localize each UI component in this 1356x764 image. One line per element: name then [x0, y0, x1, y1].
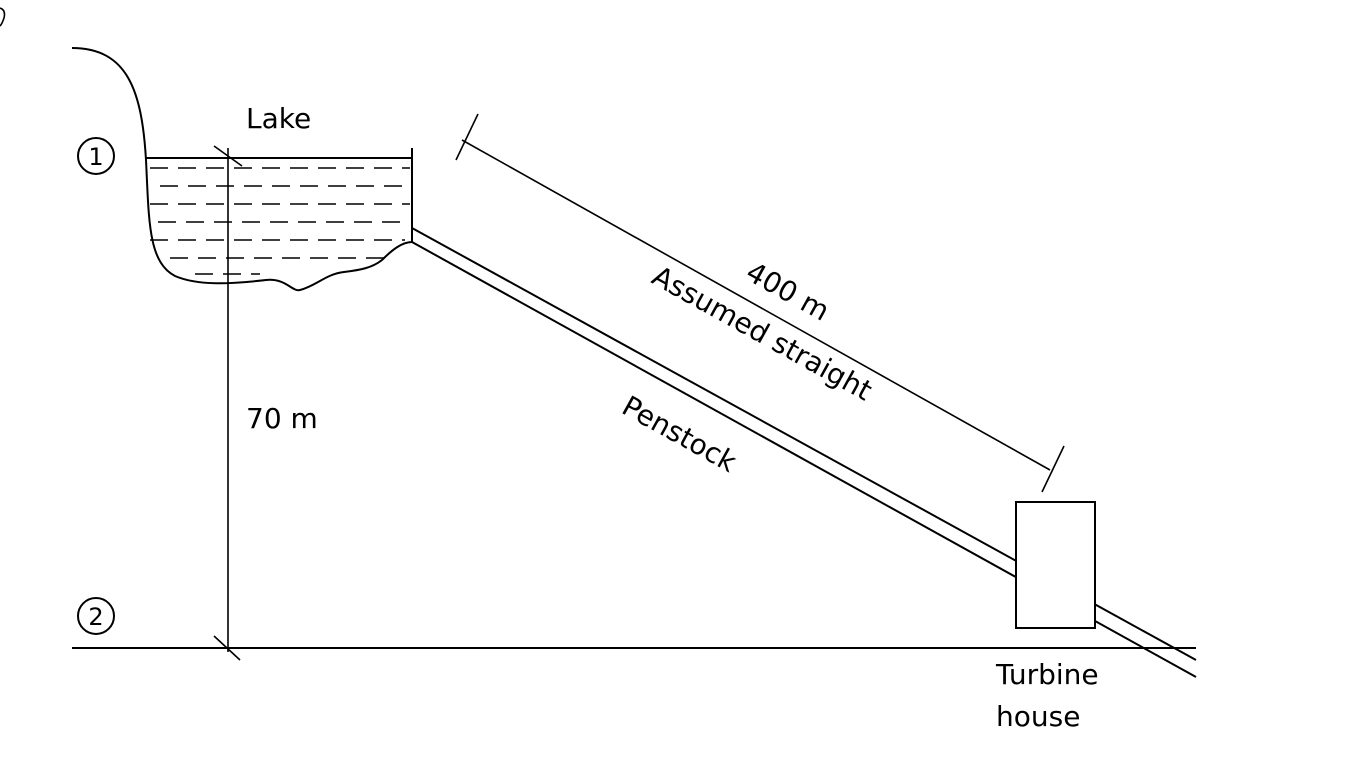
- turbine-label-line2: house: [996, 700, 1080, 733]
- turbine-label-line1: Turbine: [995, 658, 1099, 691]
- height-dimension-tick-top: [213, 145, 243, 167]
- point-2-label: 2: [88, 603, 103, 631]
- length-dimension-tick-end: [1041, 445, 1065, 493]
- lake-label: Lake: [246, 102, 311, 135]
- lake-basin-outline: [71, 47, 413, 292]
- point-2-circle: [77, 597, 115, 635]
- lake-water-hatching: [150, 167, 410, 275]
- height-label: 70 m: [246, 402, 318, 435]
- turbine-house-box: [1015, 501, 1096, 629]
- point-1-circle: [77, 137, 115, 175]
- length-dimension-tick-start: [455, 113, 479, 161]
- point-1-label: 1: [88, 143, 103, 171]
- length-dimension-line: [461, 139, 1051, 471]
- corner-mark: [0, 7, 6, 27]
- penstock-label: Penstock: [617, 389, 743, 479]
